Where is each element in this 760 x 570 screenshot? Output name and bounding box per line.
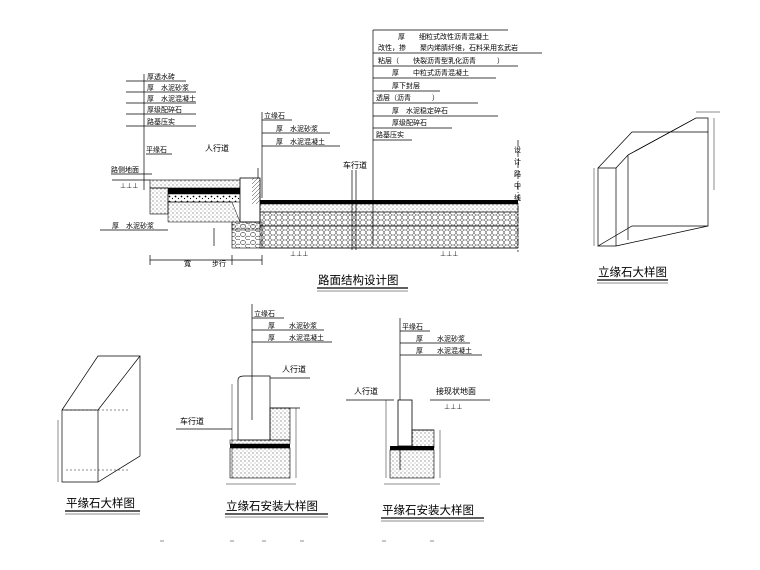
- svg-text:计: 计: [514, 157, 521, 166]
- svg-text:线: 线: [514, 193, 521, 202]
- svg-text:⊥⊥⊥: ⊥⊥⊥: [120, 182, 138, 190]
- title-flat-curb-detail: 平缘石大样图: [66, 496, 135, 510]
- install-callout-curb: 立缘石: [254, 309, 275, 318]
- callout-curb: 立缘石: [264, 111, 285, 120]
- callout-graded-gravel: 厚级配碎石: [147, 105, 182, 114]
- vertical-curb-install-detail: 立缘石 厚 水泥砂浆 厚 水泥混凝土 人行道 车行道 立缘石安装大样图: [176, 304, 332, 518]
- callout-seal-coat: 厚下封层: [392, 81, 420, 90]
- flat-install-label-green: 接现状地面: [436, 386, 476, 396]
- svg-text:中: 中: [514, 181, 521, 190]
- install-callout-concrete: 厚 水泥混凝土: [268, 333, 324, 342]
- callout-mortar: 厚 水泥砂浆: [147, 83, 189, 92]
- sidewalk-structure: [149, 168, 263, 249]
- svg-text:路: 路: [514, 169, 521, 178]
- flat-install-callout-curb: 平缘石: [402, 322, 423, 331]
- flat-curb-install-detail: 平缘石 厚 水泥砂浆 厚 水泥混凝土 人行道 接现状地面 ⊥⊥⊥ 平缘石安装大样…: [346, 318, 490, 522]
- install-callout-mortar: 厚 水泥砂浆: [268, 321, 317, 330]
- callout-subgrade: 路基压实: [147, 117, 175, 126]
- svg-text:设: 设: [514, 145, 521, 154]
- label-flat-curb: 平缘石: [146, 145, 167, 154]
- callout-concrete: 厚 水泥混凝土: [147, 94, 196, 103]
- callout-prime-coat: 透层（沥青 ）: [376, 93, 439, 102]
- install-label-sidewalk: 人行道: [282, 364, 306, 374]
- flat-install-label-sidewalk: 人行道: [354, 386, 378, 396]
- flat-install-callout-mortar: 厚 水泥砂浆: [416, 334, 465, 343]
- svg-text:⊥⊥⊥: ⊥⊥⊥: [290, 250, 308, 258]
- callout-curb-concrete: 厚 水泥混凝土: [276, 137, 325, 146]
- callout-fine-asphalt: 厚 细粒式改性沥青混凝土: [398, 32, 489, 41]
- title-pavement-structure: 路面结构设计图: [318, 273, 399, 287]
- label-mortar-bottom: 厚 水泥砂浆: [112, 221, 154, 230]
- flat-install-callout-concrete: 厚 水泥混凝土: [416, 346, 472, 355]
- title-flat-curb-install: 平缘石安装大样图: [382, 503, 474, 517]
- pavement-structure-drawing: 厚透水砖 厚 水泥砂浆 厚 水泥混凝土 厚级配碎石 路基压实 平缘石 路侧地面 …: [100, 29, 542, 292]
- callout-tack-coat: 粘层（ 快裂沥青型乳化沥青 ）: [378, 56, 504, 65]
- curb-callouts: 立缘石 厚 水泥砂浆 厚 水泥混凝土: [261, 111, 340, 198]
- label-width-small: 寬: [184, 259, 191, 268]
- label-sidewalk-width: 步行: [212, 259, 226, 268]
- callout-subgrade-road: 路基压实: [376, 130, 404, 139]
- vertical-curb-detail: 立缘石大样图: [593, 111, 720, 284]
- callout-permeable-brick: 厚透水砖: [147, 72, 175, 81]
- label-roadside-ground: 路侧地面: [111, 165, 139, 174]
- carriageway-layer-callouts: 厚 细粒式改性沥青混凝土 改性，掺 聚内烯腈纤维，石料采用玄武岩 粘层（ 快裂沥…: [372, 29, 542, 245]
- callout-modified-fiber: 改性，掺 聚内烯腈纤维，石料采用玄武岩: [378, 43, 518, 52]
- callout-cement-gravel: 厚 水泥稳定碎石: [392, 106, 448, 115]
- design-centerline: 设 计 路 中 线: [514, 140, 521, 252]
- title-vertical-curb-install: 立缘石安装大样图: [226, 499, 318, 513]
- svg-text:⊥⊥⊥: ⊥⊥⊥: [444, 403, 462, 411]
- label-sidewalk: 人行道: [205, 143, 229, 153]
- flat-curb-detail: 平缘石大样图: [57, 355, 141, 515]
- callout-medium-asphalt: 厚 中粒式沥青混凝土: [392, 68, 469, 77]
- sidewalk-layer-callouts: 厚透水砖 厚 水泥砂浆 厚 水泥混凝土 厚级配碎石 路基压实: [126, 72, 196, 190]
- svg-text:⊥⊥⊥: ⊥⊥⊥: [440, 250, 458, 258]
- title-vertical-curb-detail: 立缘石大样图: [598, 265, 667, 279]
- label-carriageway: 车行道: [343, 160, 367, 170]
- carriageway-structure: ⊥⊥⊥ ⊥⊥⊥: [259, 170, 519, 258]
- callout-curb-mortar: 厚 水泥砂浆: [276, 124, 318, 133]
- callout-graded-gravel-road: 厚级配碎石: [392, 118, 427, 127]
- install-label-carriageway: 车行道: [180, 416, 204, 426]
